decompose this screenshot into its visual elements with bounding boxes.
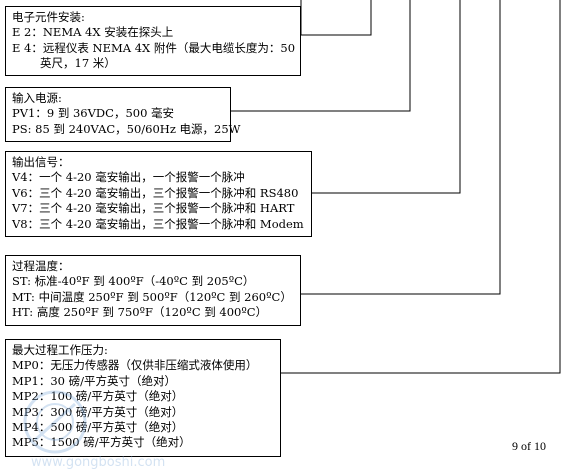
section-title: 电子元件安装: xyxy=(12,10,85,24)
section-line: MP1：30 磅/平方英寸（绝对） xyxy=(12,373,176,388)
section-title: 输入电源: xyxy=(12,91,62,105)
section-line: V4：一个 4-20 毫安输出，一个报警一个脉冲 xyxy=(12,170,245,185)
section-line: PV1：9 到 36VDC，500 毫安 xyxy=(12,106,175,121)
section-title: 过程温度： xyxy=(12,259,70,273)
section-line: MT: 中间温度 250ºF 到 500ºF（120ºC 到 260ºC） xyxy=(12,289,292,304)
section-line: PS: 85 到 240VAC，50/60Hz 电源，25W xyxy=(12,121,241,136)
section-line: MP5：1500 磅/平方英寸（绝对） xyxy=(12,435,191,450)
section-line: 英尺，17 米） xyxy=(40,56,116,71)
section-temperature: 过程温度： ST: 标准-40ºF 到 400ºF（-40ºC 到 205ºC）… xyxy=(5,255,301,326)
section-line: V6：三个 4-20 毫安输出，三个报警一个脉冲和 RS480 xyxy=(12,185,299,200)
page-number: 9 of 10 xyxy=(512,439,546,453)
section-power: 输入电源: PV1：9 到 36VDC，500 毫安 PS: 85 到 240V… xyxy=(5,87,241,142)
section-line: ST: 标准-40ºF 到 400ºF（-40ºC 到 205ºC） xyxy=(12,274,255,289)
section-electronics: 电子元件安装: E 2：NEMA 4X 安装在探头上 E 4：远程仪表 NEMA… xyxy=(5,6,301,76)
section-line: V8：三个 4-20 毫安输出，三个报警一个脉冲和 Modem xyxy=(12,216,304,231)
section-pressure: 最大过程工作压力: MP0：无压力传感器（仅供非压缩式液体使用） MP1：30 … xyxy=(5,339,281,457)
section-line: E 2：NEMA 4X 安装在探头上 xyxy=(12,25,174,40)
section-output: 输出信号： V4：一个 4-20 毫安输出，一个报警一个脉冲 V6：三个 4-2… xyxy=(5,151,312,237)
section-line: MP4：500 磅/平方英寸（绝对） xyxy=(12,420,184,435)
section-line: MP3：300 磅/平方英寸（绝对） xyxy=(12,404,184,419)
section-title: 最大过程工作压力: xyxy=(12,343,108,357)
section-title: 输出信号： xyxy=(12,155,70,169)
section-line: V7：三个 4-20 毫安输出，三个报警一个脉冲和 HART xyxy=(12,201,295,216)
section-line: HT: 高度 250ºF 到 750ºF（120ºC 到 400ºC） xyxy=(12,305,268,320)
section-line: E 4：远程仪表 NEMA 4X 附件（最大电缆长度为：50 xyxy=(12,40,296,55)
section-line: MP2：100 磅/平方英寸（绝对） xyxy=(12,389,184,404)
section-line: MP0：无压力传感器（仅供非压缩式液体使用） xyxy=(12,358,258,373)
